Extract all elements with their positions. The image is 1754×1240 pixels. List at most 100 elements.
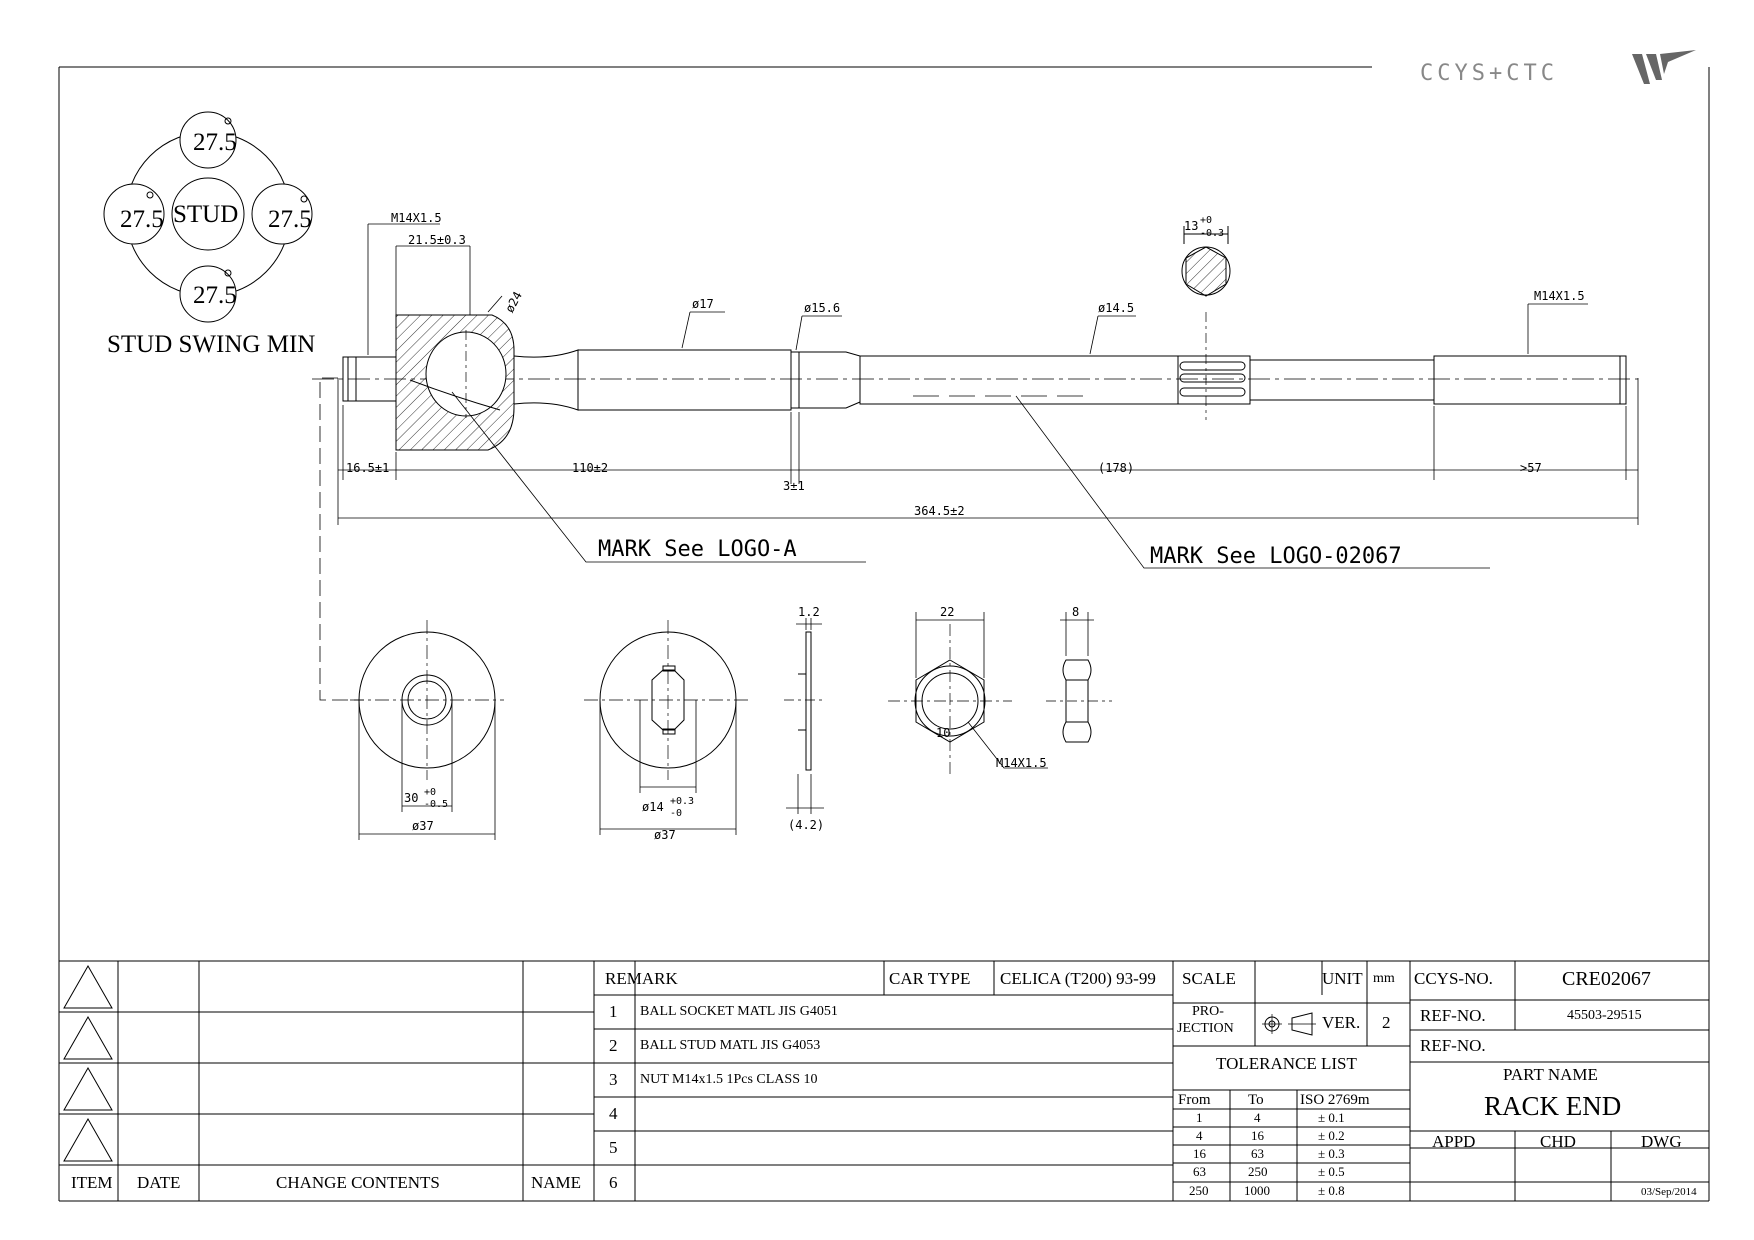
tol-row-5-tol: ± 0.8 <box>1318 1183 1345 1198</box>
tol-row-3-from: 16 <box>1193 1146 1206 1161</box>
tol-row-1-to: 4 <box>1254 1110 1261 1125</box>
washer1-inner-lower: -0.5 <box>424 799 448 810</box>
remark-row-3-no: 3 <box>609 1070 618 1089</box>
tol-row-2-tol: ± 0.2 <box>1318 1128 1345 1143</box>
part-name-label: PART NAME <box>1503 1065 1598 1084</box>
part-name-value: RACK END <box>1484 1091 1622 1121</box>
tol-row-3-to: 63 <box>1251 1146 1264 1161</box>
dim-thread-left: M14X1.5 <box>391 211 442 225</box>
swing-center-label: STUD <box>173 201 238 228</box>
dim-socket-length: 21.5±0.3 <box>408 233 466 247</box>
ver-label: VER. <box>1322 1013 1361 1032</box>
tol-row-3-tol: ± 0.3 <box>1318 1146 1345 1161</box>
logo-text: CCYS+CTC <box>1420 61 1558 86</box>
tol-row-5-to: 1000 <box>1244 1183 1270 1198</box>
dim-16-5: 16.5±1 <box>346 461 389 475</box>
rev-header-name: NAME <box>531 1173 582 1192</box>
title-block-grid <box>59 960 1709 1201</box>
tol-header-to: To <box>1248 1092 1264 1108</box>
swing-caption: STUD SWING MIN <box>107 331 315 358</box>
car-type-label: CAR TYPE <box>889 969 971 988</box>
nut-thickness-dim: 8 <box>1072 605 1079 619</box>
remark-row-6-no: 6 <box>609 1173 618 1192</box>
dim-hex-tol-upper: +0 <box>1200 215 1212 226</box>
washer1-outer-dim: ø37 <box>412 819 434 833</box>
drawing-border <box>58 66 1710 1202</box>
nut-thread-dim: M14X1.5 <box>996 756 1047 770</box>
appd-label: APPD <box>1432 1132 1476 1151</box>
dim-dia-14-5: ø14.5 <box>1098 301 1134 315</box>
remark-row-3-text: NUT M14x1.5 1Pcs CLASS 10 <box>640 1072 818 1087</box>
washer2-inner-lower: -0 <box>670 808 682 819</box>
ref-label-2: REF-NO. <box>1420 1036 1486 1055</box>
tol-row-2-from: 4 <box>1196 1128 1203 1143</box>
washer1-inner-dim: 30 <box>404 791 418 805</box>
washer-side-view <box>784 618 826 814</box>
mark-logo-02067: MARK See LOGO-02067 <box>1150 544 1402 569</box>
scale-label: SCALE <box>1182 969 1236 988</box>
nut-ten-mark: 10 <box>936 726 950 740</box>
rev-triangle-1 <box>63 964 113 1009</box>
ccys-label: CCYS-NO. <box>1414 969 1493 988</box>
tol-row-4-from: 63 <box>1193 1164 1206 1179</box>
remark-row-2-no: 2 <box>609 1036 618 1055</box>
main-dimension-lines <box>319 223 1639 701</box>
nut-side-view <box>1046 612 1112 743</box>
unit-value: mm <box>1373 971 1395 986</box>
rev-triangle-4 <box>63 1117 113 1162</box>
washer2-outer-dim: ø37 <box>654 828 676 842</box>
remark-row-2-text: BALL STUD MATL JIS G4053 <box>640 1038 821 1053</box>
tol-row-4-to: 250 <box>1248 1164 1268 1179</box>
swing-angle-bottom: 27.5 <box>193 282 237 309</box>
ref-label-1: REF-NO. <box>1420 1006 1486 1025</box>
drawing-date: 03/Sep/2014 <box>1641 1186 1697 1198</box>
tol-row-4-tol: ± 0.5 <box>1318 1164 1345 1179</box>
tol-row-5-from: 250 <box>1189 1183 1209 1198</box>
washer-total-dim: (4.2) <box>788 818 824 832</box>
stud-swing-diagram <box>103 111 313 323</box>
tol-row-2-to: 16 <box>1251 1128 1264 1143</box>
car-type-value: CELICA (T200) 93-99 <box>1000 969 1156 988</box>
tol-header-iso: ISO 2769m <box>1300 1092 1370 1108</box>
remark-row-4-no: 4 <box>609 1104 618 1123</box>
unit-label: UNIT <box>1322 969 1363 988</box>
mark-logo-a: MARK See LOGO-A <box>598 537 797 562</box>
swing-angle-left: 27.5 <box>120 206 164 233</box>
washer2-inner-upper: +0.3 <box>670 796 694 807</box>
logo-mark-icon <box>1632 50 1696 84</box>
remark-row-1-no: 1 <box>609 1002 618 1021</box>
remark-label: REMARK <box>605 969 678 988</box>
dim-hex-size: 13 <box>1184 219 1198 233</box>
rack-end-main-view <box>312 226 1638 451</box>
dim-3: 3±1 <box>783 479 805 493</box>
dim-hex-tol-lower: -0.3 <box>1200 228 1224 239</box>
washer-2-view <box>584 620 752 835</box>
dim-178: (178) <box>1098 461 1134 475</box>
dim-thread-right: M14X1.5 <box>1534 289 1585 303</box>
washer-1-view <box>350 620 504 840</box>
chd-label: CHD <box>1540 1132 1576 1151</box>
washer1-inner-upper: +0 <box>424 787 436 798</box>
rev-triangle-3 <box>63 1066 113 1111</box>
projection-label-1: PRO- <box>1192 1004 1224 1019</box>
dim-ball-dia: ø24 <box>502 289 525 315</box>
dim-57: >57 <box>1520 461 1542 475</box>
tolerance-title: TOLERANCE LIST <box>1216 1054 1357 1073</box>
dwg-label: DWG <box>1641 1132 1682 1151</box>
swing-angle-right: 27.5 <box>268 206 312 233</box>
rev-triangle-2 <box>63 1015 113 1060</box>
tol-row-1-from: 1 <box>1196 1110 1203 1125</box>
washer-thickness-dim: 1.2 <box>798 605 820 619</box>
rev-header-item: ITEM <box>71 1173 113 1192</box>
dim-dia-15-6: ø15.6 <box>804 301 840 315</box>
remark-row-1-text: BALL SOCKET MATL JIS G4051 <box>640 1004 838 1019</box>
ref-number-1: 45503-29515 <box>1567 1008 1642 1023</box>
nut-width-dim: 22 <box>940 605 954 619</box>
rev-header-contents: CHANGE CONTENTS <box>276 1173 440 1192</box>
ccys-number: CRE02067 <box>1562 968 1651 990</box>
tol-row-1-tol: ± 0.1 <box>1318 1110 1345 1125</box>
nut-front-view <box>888 612 1048 778</box>
projection-label-2: JECTION <box>1177 1021 1234 1036</box>
rev-header-date: DATE <box>137 1173 181 1192</box>
